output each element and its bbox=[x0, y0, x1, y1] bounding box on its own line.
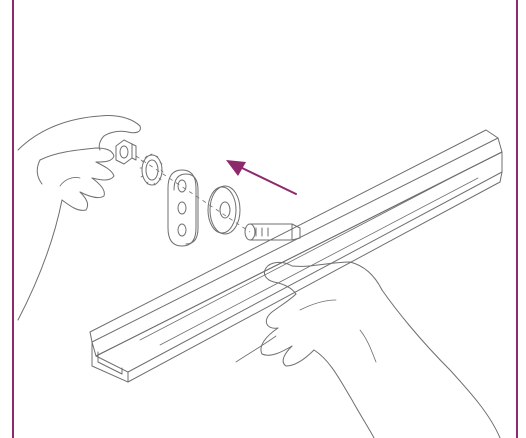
light-bar bbox=[90, 130, 502, 382]
lock-washer-icon bbox=[140, 154, 163, 185]
threaded-stud-icon bbox=[245, 224, 300, 240]
direction-arrow-icon bbox=[226, 160, 296, 194]
right-hand-icon bbox=[236, 262, 500, 438]
flat-washer-icon bbox=[208, 186, 240, 234]
mounting-bracket-icon bbox=[168, 170, 198, 246]
hex-nut-icon bbox=[116, 140, 136, 164]
